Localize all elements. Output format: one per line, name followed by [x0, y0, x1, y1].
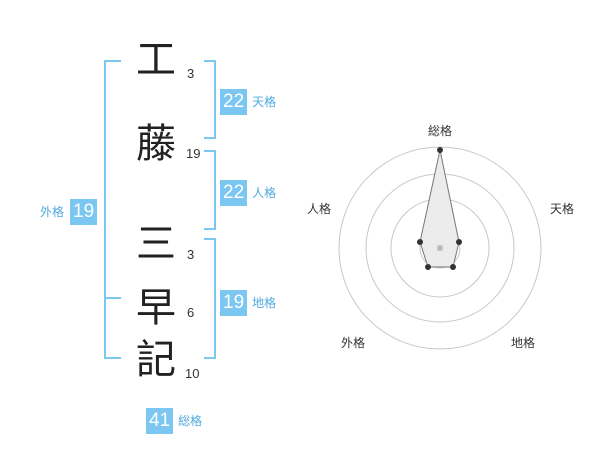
- soukaku-label: 総格: [178, 414, 203, 428]
- radar-point-chikaku: [450, 264, 456, 270]
- name-character-4: 早: [136, 285, 176, 331]
- radar-center-dot: [437, 245, 443, 251]
- name-character-5: 記: [136, 337, 176, 383]
- gaikaku-bracket: [104, 60, 121, 359]
- name-character-3: 三: [136, 221, 176, 267]
- radar-point-jinkaku: [417, 239, 423, 245]
- chikaku-badge: 19 地格: [220, 290, 276, 316]
- radar-axis-label-gaikaku: 外格: [341, 336, 366, 350]
- name-character-1: 工: [136, 37, 176, 83]
- chikaku-score: 19: [220, 290, 248, 316]
- jinkaku-score: 22: [220, 180, 248, 206]
- jinkaku-bracket: [204, 150, 216, 230]
- soukaku-badge: 41 総格: [146, 408, 202, 434]
- jinkaku-badge: 22 人格: [220, 180, 276, 206]
- radar-shape: [419, 149, 460, 268]
- chikaku-label: 地格: [252, 296, 277, 310]
- gaikaku-badge: 外格 19: [40, 199, 98, 225]
- radar-axis-label-soukaku: 総格: [428, 124, 453, 138]
- radar-axis-label-tenkaku: 天格: [550, 202, 575, 216]
- radar-axis-label-jinkaku: 人格: [307, 202, 332, 216]
- gaikaku-label: 外格: [40, 205, 65, 219]
- radar-point-gaikaku: [425, 264, 431, 270]
- soukaku-score: 41: [146, 408, 174, 434]
- gaikaku-score: 19: [70, 199, 98, 225]
- radar-axis-label-chikaku: 地格: [511, 336, 536, 350]
- radar-points: [417, 147, 462, 270]
- radar-point-tenkaku: [456, 239, 462, 245]
- stroke-count-4: 6: [187, 305, 195, 320]
- tenkaku-bracket: [204, 60, 216, 139]
- tenkaku-badge: 22 天格: [220, 89, 276, 115]
- stroke-count-1: 3: [187, 66, 195, 81]
- stroke-count-5: 10: [185, 366, 200, 381]
- name-character-2: 藤: [136, 121, 176, 167]
- tenkaku-score: 22: [220, 89, 248, 115]
- gaikaku-bracket-divider: [104, 297, 121, 299]
- tenkaku-label: 天格: [252, 95, 277, 109]
- stroke-count-2: 19: [186, 146, 201, 161]
- radar-point-soukaku: [437, 147, 443, 153]
- jinkaku-label: 人格: [252, 186, 277, 200]
- chikaku-bracket: [204, 238, 216, 359]
- stroke-count-3: 3: [187, 247, 195, 262]
